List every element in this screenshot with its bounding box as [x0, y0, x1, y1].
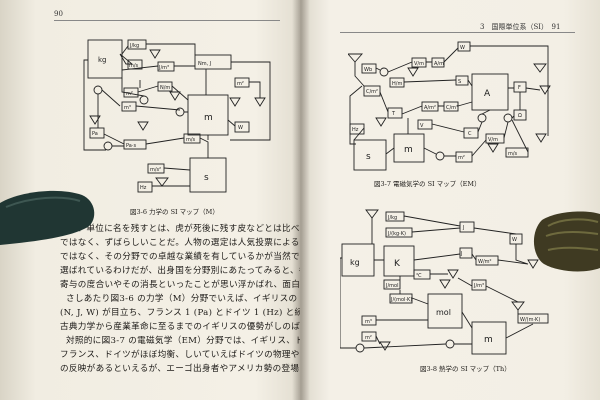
svg-text:J/(mol·K): J/(mol·K) [390, 297, 412, 303]
right-page-clip [533, 211, 600, 272]
svg-text:W: W [238, 125, 243, 131]
svg-text:V/m: V/m [488, 137, 498, 143]
svg-text:Hz: Hz [140, 185, 147, 191]
svg-text:m/s²: m/s² [150, 167, 161, 173]
svg-text:m: m [484, 335, 493, 345]
body-line-2: ではなく、ずばらしいことだ。人物の選定は人気投票によるわけ [60, 238, 318, 248]
figure-3-8-caption: 図3-8 熱学の SI マップ（Th） [420, 365, 511, 373]
svg-text:W/m²: W/m² [478, 259, 492, 265]
svg-text:C/m²: C/m² [366, 89, 378, 95]
svg-text:W: W [460, 45, 465, 51]
svg-text:Wb: Wb [364, 67, 372, 73]
svg-text:m²: m² [126, 91, 133, 97]
svg-text:J/mol: J/mol [385, 283, 398, 289]
svg-text:m/s: m/s [129, 63, 139, 69]
svg-text:V: V [420, 123, 424, 129]
body-line-3: ではなく、その分野での卓越な業績を有しているかが当然である。 [60, 252, 327, 262]
body-line-6: さしあたり図3-6 の力学（M）分野でいえば、イギリスの 3人 [66, 294, 316, 304]
left-page-clip [0, 190, 95, 245]
svg-text:kg: kg [98, 56, 107, 64]
body-line-8: 古典力学から産業革命に至るまでのイギリスの優勢がしのばれる。 [60, 322, 327, 332]
right-header-rule [340, 32, 575, 33]
body-line-9: 対照的に図3-7 の電磁気学（EM）分野では、イギリス、ドイツ、 [66, 336, 330, 346]
left-header-rule [54, 20, 280, 21]
svg-text:F: F [518, 85, 521, 91]
svg-text:s: s [366, 152, 371, 162]
svg-text:mol: mol [436, 308, 451, 317]
right-page-header: 3 国際単位系（SI） 91 [480, 23, 561, 31]
svg-text:Ω: Ω [518, 113, 522, 119]
svg-text:m³: m³ [124, 105, 131, 111]
svg-text:W/(m·K): W/(m·K) [520, 317, 540, 323]
svg-text:J/m³: J/m³ [473, 283, 484, 289]
body-line-10: フランス、ドイツがほぼ均衡、しいていえばドイツの物理や技術の興隆 [60, 350, 345, 360]
body-line-7: (N, J, W) が目立ち、フランス 1 (Pa) とドイツ 1 (Hz) と… [60, 308, 322, 318]
right-page: 3 国際単位系（SI） 91 [300, 0, 600, 400]
svg-text:m²: m² [365, 335, 372, 341]
left-page-number: 90 [54, 10, 63, 18]
svg-text:m²: m² [458, 155, 465, 161]
svg-text:m²: m² [237, 81, 244, 87]
svg-text:m/s: m/s [186, 137, 196, 143]
svg-text:m³: m³ [365, 319, 372, 325]
label-j-kg: J/kg [129, 43, 139, 49]
body-line-4: 選ばれているわけだが、出身国を分野別にあたってみると、各国の [60, 266, 326, 276]
svg-text:J: J [462, 225, 464, 231]
svg-text:J/m³: J/m³ [158, 65, 169, 71]
svg-text:A: A [484, 89, 491, 99]
svg-text:H/m: H/m [392, 81, 402, 87]
svg-text:A/m: A/m [434, 61, 444, 67]
svg-text:V/m: V/m [414, 61, 424, 67]
svg-text:A/m²: A/m² [424, 105, 436, 111]
svg-text:C: C [468, 131, 472, 137]
book-gutter-shadow [292, 0, 310, 400]
svg-text:J: J [460, 251, 462, 257]
body-line-1: われ、単位に名を残すとは、虎が死後に残す皮などとは比べ [60, 224, 300, 234]
figure-3-6-mechanics-diagram: kg J/kg m/s J/m³ Nm, J m² N/m m m² m³ Pa… [83, 39, 271, 193]
svg-text:Pa·s: Pa·s [126, 143, 136, 149]
svg-text:m: m [404, 145, 413, 155]
svg-text:J/(kg·K): J/(kg·K) [387, 231, 406, 237]
svg-text:kg: kg [350, 258, 360, 267]
svg-text:S: S [458, 79, 461, 85]
svg-text:Pa: Pa [92, 131, 98, 137]
svg-text:W: W [512, 237, 517, 243]
svg-text:N/m: N/m [160, 85, 170, 91]
svg-text:m/s: m/s [508, 151, 518, 157]
figure-3-6-caption: 図3-6 力学の SI マップ（M） [130, 208, 219, 216]
svg-text:J/kg: J/kg [387, 215, 397, 221]
svg-text:K: K [394, 259, 401, 269]
svg-text:C/m³: C/m³ [446, 105, 458, 111]
svg-text:℃: ℃ [416, 273, 422, 279]
svg-text:Hz: Hz [352, 127, 359, 133]
figure-3-7-caption: 図3-7 電磁気学の SI マップ（EM） [374, 180, 481, 188]
svg-text:m: m [204, 113, 213, 123]
body-line-11: の反映があるといえるが、エーゴ出身者やアメリカ勢の登場もあっ [60, 364, 326, 374]
svg-text:T: T [391, 111, 396, 117]
svg-text:s: s [204, 173, 209, 183]
svg-text:Nm, J: Nm, J [198, 61, 211, 67]
figure-3-8-thermal-diagram: J/kg J/(kg·K) J W kg K J W/m² ℃ J/mol J/… [340, 209, 549, 355]
body-line-5: 寄与の度合いやその消長といったことが思い浮かばれ、面白い。 [60, 280, 319, 290]
figure-3-7-electromagnetism-diagram: W Wb V/m A/m H/m S A F C/m² A/m² C/m³ T … [348, 41, 551, 171]
